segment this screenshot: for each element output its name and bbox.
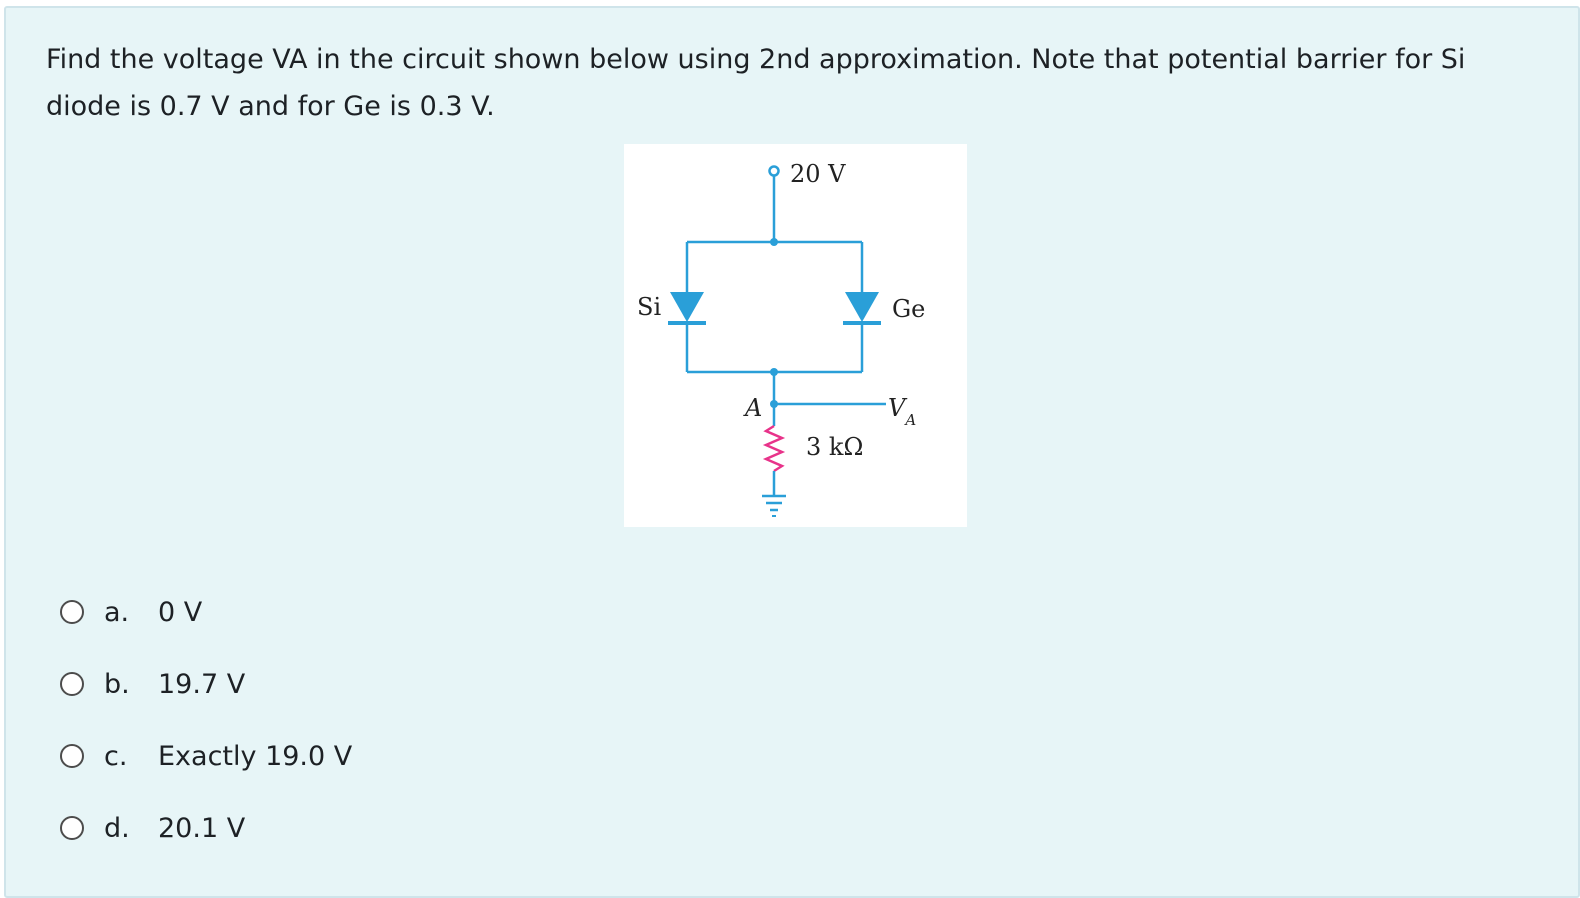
resistor [762,424,786,473]
radio-button[interactable] [60,744,84,768]
si-label: Si [637,293,661,321]
option-letter: b. [104,668,130,700]
option-a[interactable]: a. 0 V [60,576,352,648]
va-label: VA [888,394,916,429]
va-label-main: V [888,394,908,422]
resistor-label: 3 kΩ [806,433,863,461]
circuit-diagram: 20 V Si Ge A VA 3 kΩ [637,160,925,517]
option-text: 0 V [158,596,203,628]
radio-button[interactable] [60,672,84,696]
ge-diode [845,292,879,322]
option-letter: a. [104,596,130,628]
radio-button[interactable] [60,816,84,840]
question-text: Find the voltage VA in the circuit shown… [46,44,1466,122]
question-card: Find the voltage VA in the circuit shown… [4,6,1580,898]
ge-label: Ge [892,295,925,323]
node-a-label: A [743,394,762,422]
answer-options: a. 0 V b. 19.7 V c. Exactly 19.0 V d. 20… [60,576,352,864]
option-letter: d. [104,812,130,844]
option-letter: c. [104,740,128,772]
si-diode [670,292,704,322]
supply-terminal [768,165,780,177]
option-text: 20.1 V [158,812,246,844]
radio-button[interactable] [60,600,84,624]
option-text: 19.7 V [158,668,246,700]
option-text: Exactly 19.0 V [158,740,353,772]
supply-label: 20 V [790,160,846,188]
option-d[interactable]: d. 20.1 V [60,792,352,864]
option-c[interactable]: c. Exactly 19.0 V [60,720,352,792]
option-b[interactable]: b. 19.7 V [60,648,352,720]
circuit-figure: 20 V Si Ge A VA 3 kΩ [624,144,967,527]
va-label-sub: A [903,411,916,429]
